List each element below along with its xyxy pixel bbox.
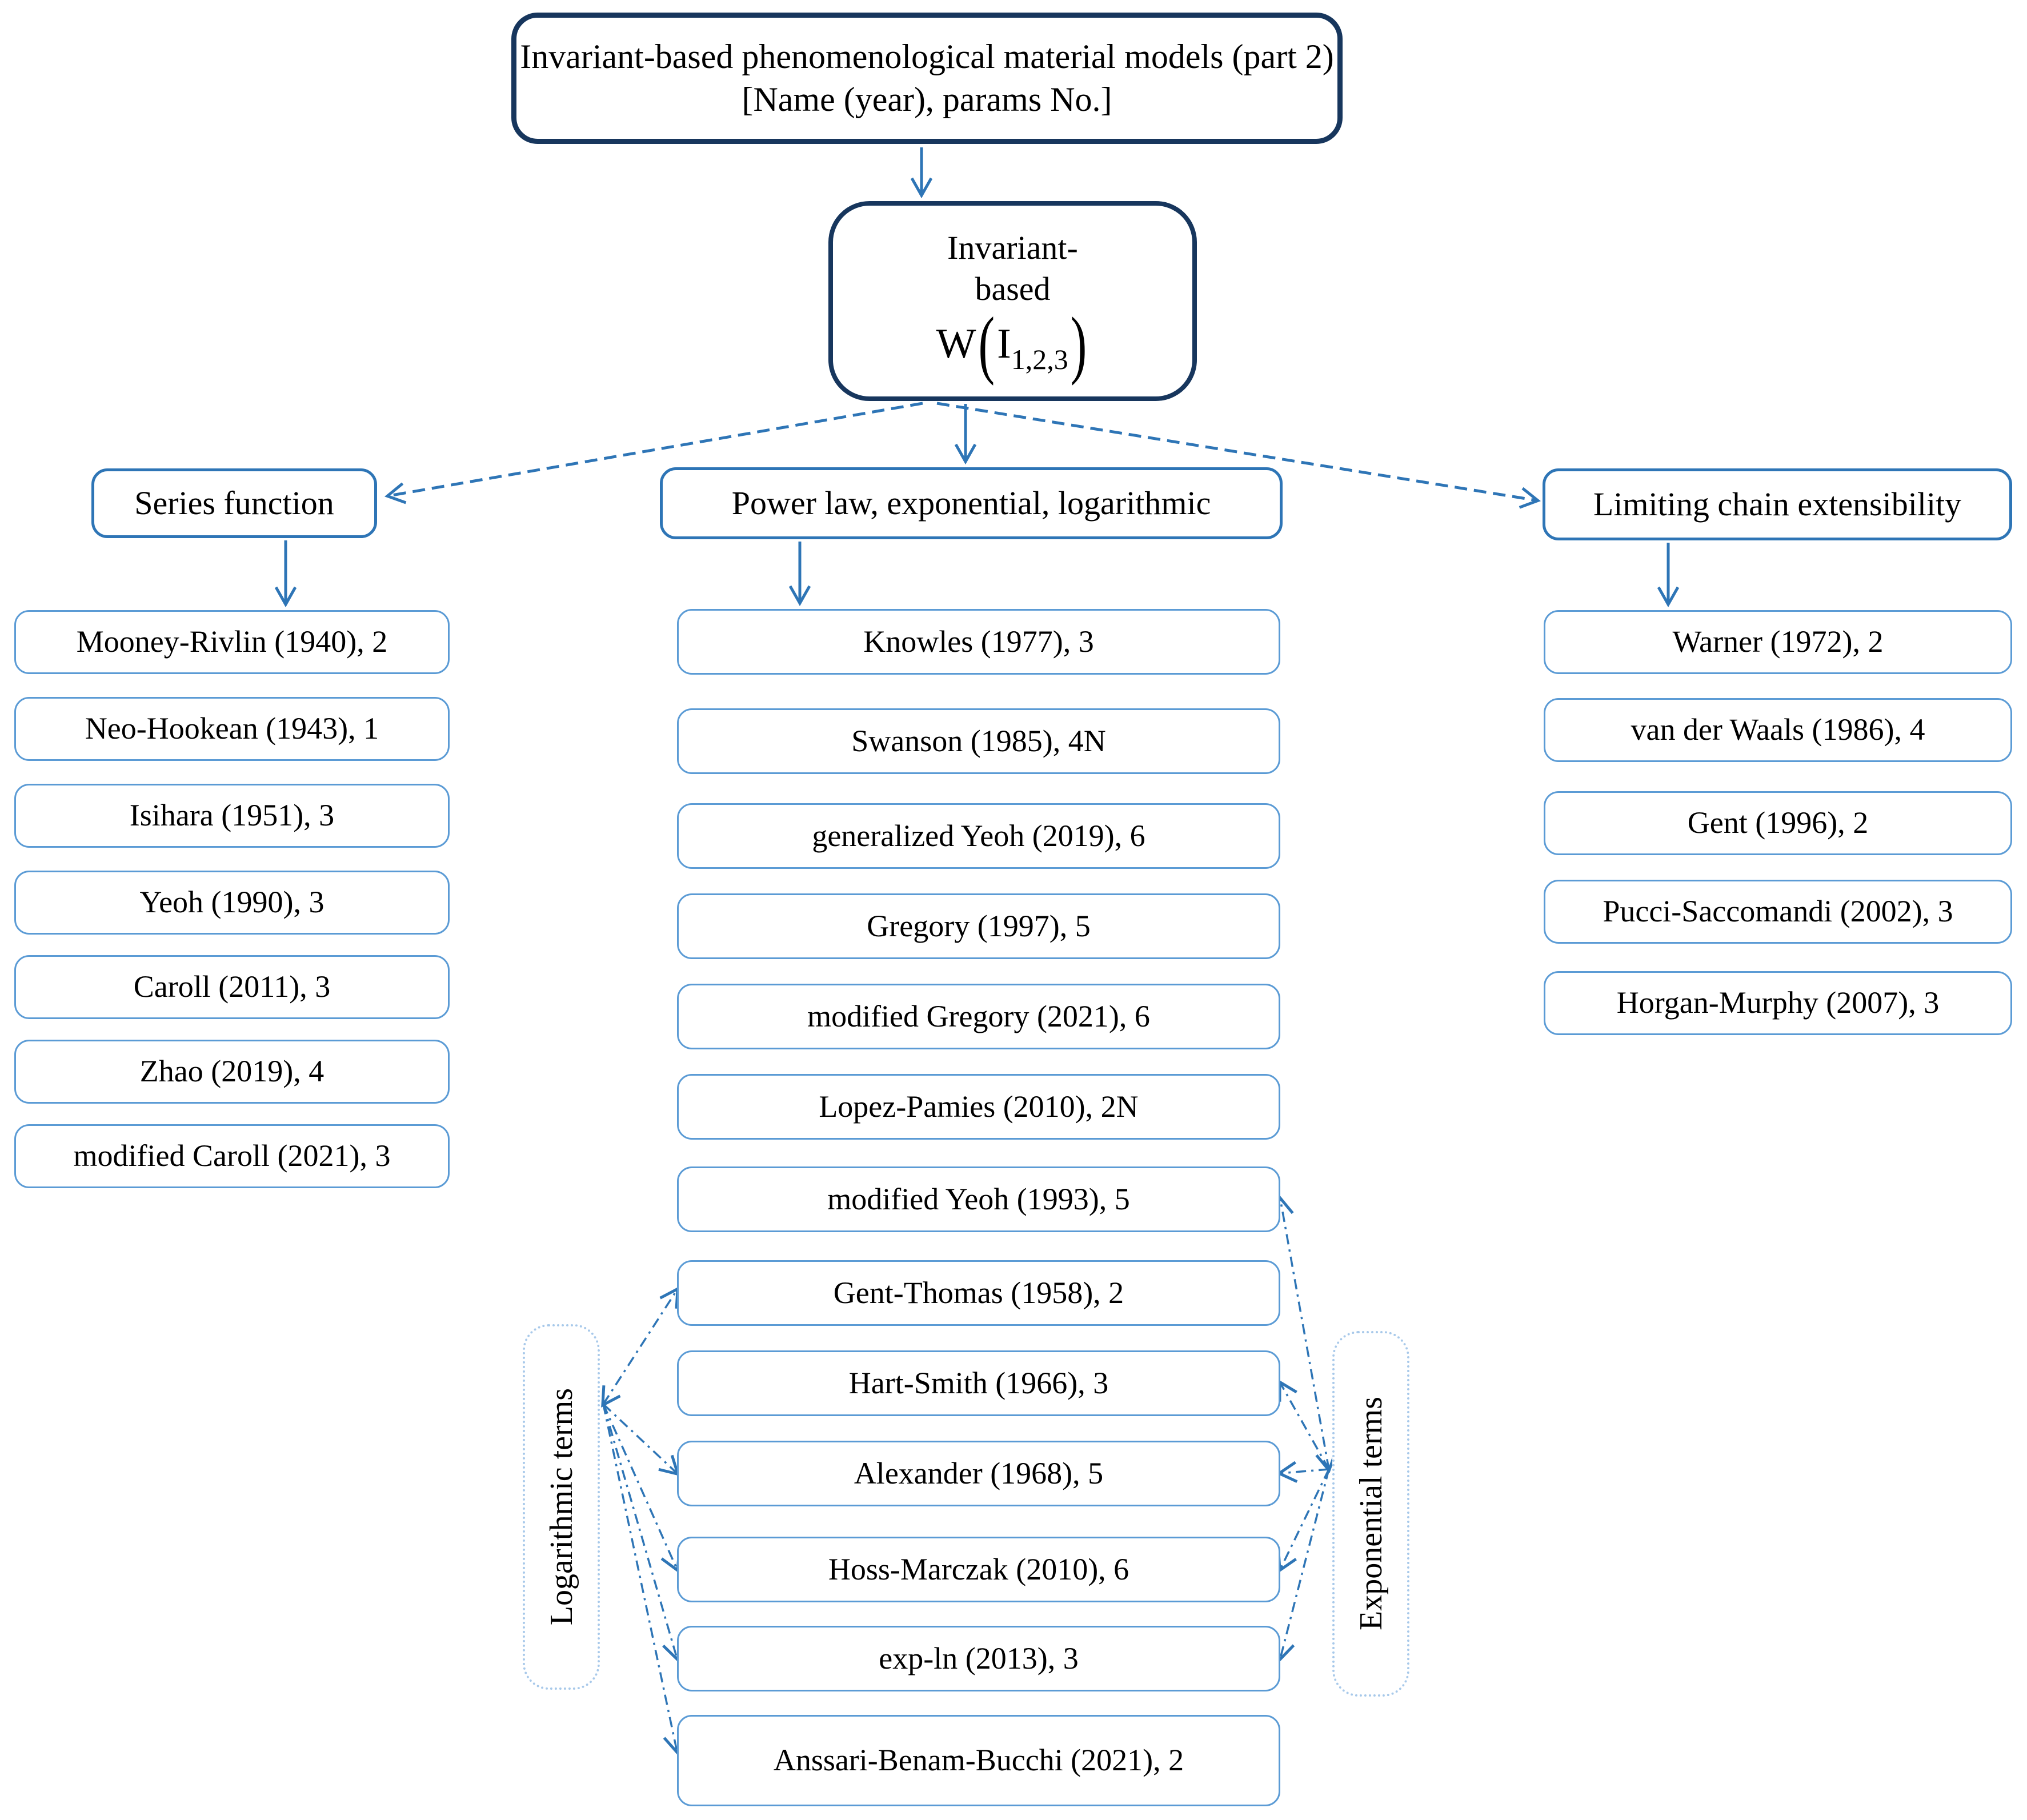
root-line2: based	[975, 270, 1051, 308]
model-box: van der Waals (1986), 4	[1544, 698, 2012, 762]
branch-limiting-chain-label: Limiting chain extensibility	[1593, 485, 1962, 523]
model-box: Knowles (1977), 3	[677, 609, 1280, 675]
model-box: Caroll (2011), 3	[14, 955, 450, 1019]
model-box: Hoss-Marczak (2010), 6	[677, 1537, 1280, 1602]
model-box: Horgan-Murphy (2007), 3	[1544, 971, 2012, 1035]
title-line1: Invariant-based phenomenological materia…	[520, 38, 1334, 75]
side-label-logarithmic-terms: Logarithmic terms	[523, 1324, 600, 1690]
formula-w: W	[936, 320, 976, 368]
side-label-exponential-terms: Exponential terms	[1332, 1331, 1409, 1697]
model-box: Hart-Smith (1966), 3	[677, 1350, 1280, 1416]
model-box: Lopez-Pamies (2010), 2N	[677, 1074, 1280, 1140]
model-box: Neo-Hookean (1943), 1	[14, 697, 450, 761]
model-box: modified Caroll (2021), 3	[14, 1124, 450, 1188]
root-box: Invariant- based W ( I 1,2,3 )	[828, 201, 1197, 401]
model-box: Pucci-Saccomandi (2002), 3	[1544, 880, 2012, 944]
branch-power-law-label: Power law, exponential, logarithmic	[731, 484, 1211, 522]
model-box: exp-ln (2013), 3	[677, 1626, 1280, 1691]
branch-series-function-label: Series function	[134, 484, 334, 522]
model-box: Yeoh (1990), 3	[14, 871, 450, 935]
formula-open-paren: (	[978, 300, 995, 386]
model-box: Mooney-Rivlin (1940), 2	[14, 610, 450, 674]
model-box: Zhao (2019), 4	[14, 1040, 450, 1104]
model-box: Anssari-Benam-Bucchi (2021), 2	[677, 1715, 1280, 1806]
model-box: generalized Yeoh (2019), 6	[677, 803, 1280, 869]
formula-base: I	[997, 320, 1011, 368]
model-box: modified Yeoh (1993), 5	[677, 1166, 1280, 1232]
formula-close-paren: )	[1070, 300, 1087, 386]
title-box: Invariant-based phenomenological materia…	[511, 13, 1343, 144]
root-line1: Invariant-	[947, 228, 1078, 266]
formula-subscript: 1,2,3	[1011, 343, 1068, 375]
model-box: Warner (1972), 2	[1544, 610, 2012, 674]
model-box: Gregory (1997), 5	[677, 893, 1280, 959]
model-box: Gent (1996), 2	[1544, 791, 2012, 855]
model-box: Gent-Thomas (1958), 2	[677, 1260, 1280, 1326]
root-formula: W ( I 1,2,3 )	[936, 301, 1089, 386]
model-box: Swanson (1985), 4N	[677, 708, 1280, 774]
model-box: Isihara (1951), 3	[14, 784, 450, 848]
model-box: modified Gregory (2021), 6	[677, 984, 1280, 1049]
branch-series-function: Series function	[91, 468, 377, 538]
branch-limiting-chain: Limiting chain extensibility	[1543, 468, 2012, 540]
model-box: Alexander (1968), 5	[677, 1441, 1280, 1506]
branch-power-law: Power law, exponential, logarithmic	[660, 467, 1283, 539]
title-line2: [Name (year), params No.]	[742, 81, 1112, 118]
